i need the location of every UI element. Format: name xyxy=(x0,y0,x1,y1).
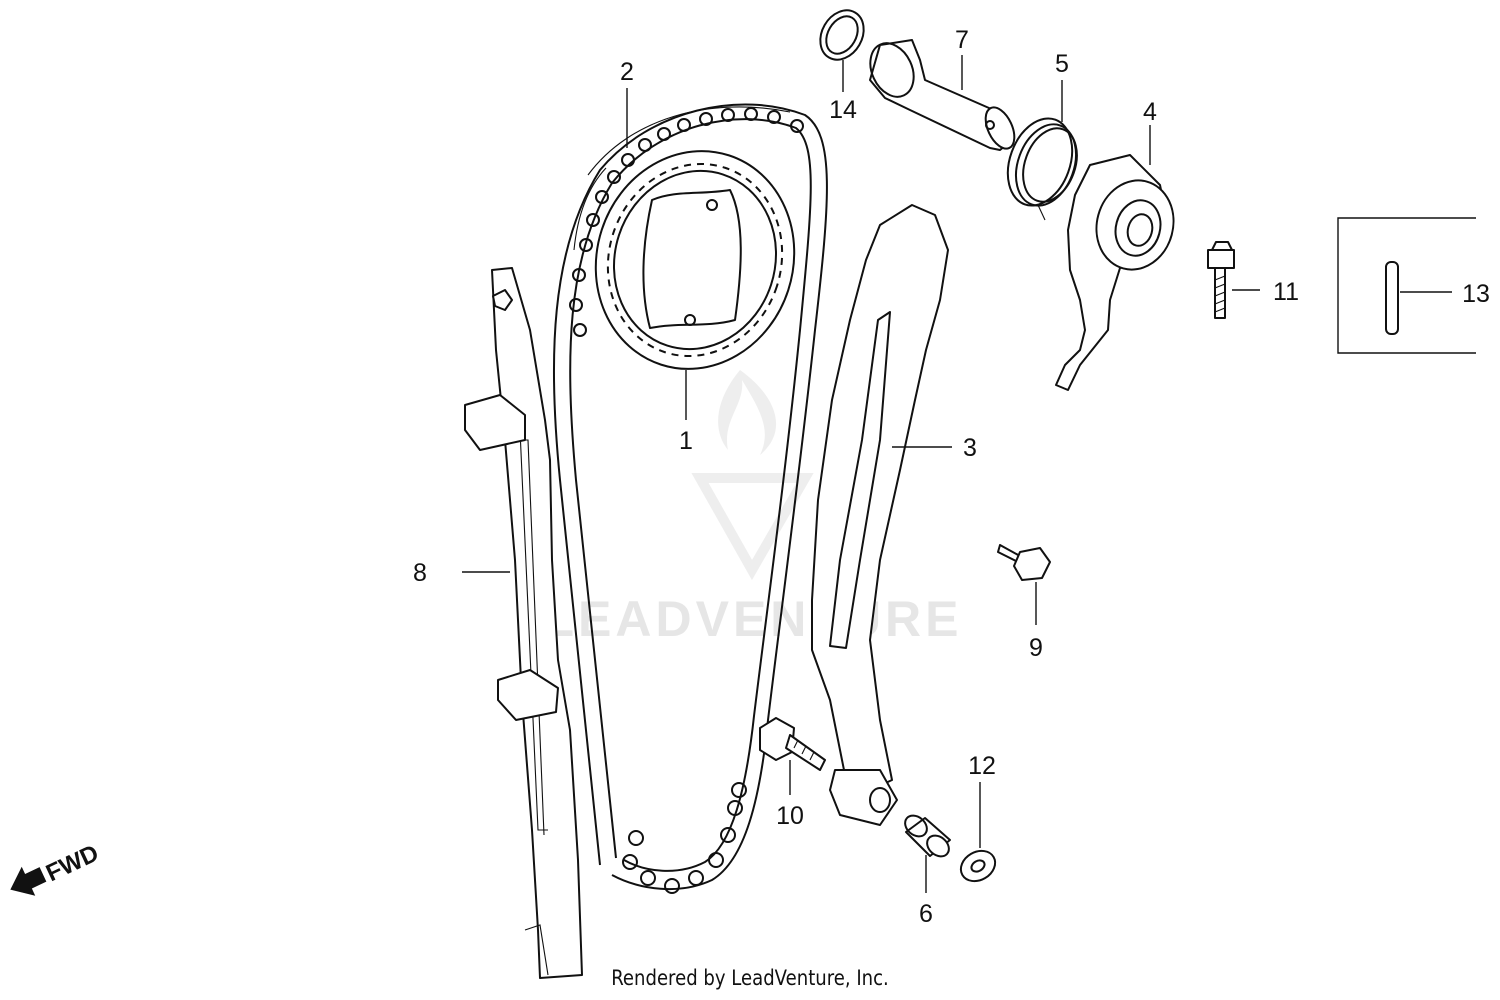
bolt-10[interactable] xyxy=(759,717,826,771)
callout-10: 10 xyxy=(776,802,804,830)
callout-6: 6 xyxy=(919,900,933,928)
watermark-logo xyxy=(691,370,814,581)
cam-chain[interactable] xyxy=(552,103,828,894)
callout-labels: 1 2 3 4 5 6 7 8 9 10 11 12 13 14 xyxy=(413,26,1490,928)
fwd-arrow-icon xyxy=(10,866,47,896)
callout-1: 1 xyxy=(679,427,693,455)
callout-4: 4 xyxy=(1143,98,1157,126)
o-ring[interactable] xyxy=(812,2,873,67)
tensioner-spring[interactable] xyxy=(996,109,1086,221)
callout-13: 13 xyxy=(1462,280,1490,308)
callout-7: 7 xyxy=(955,26,969,54)
callout-14: 14 xyxy=(829,96,857,124)
bolt-11[interactable] xyxy=(1207,241,1235,319)
bolt-9[interactable] xyxy=(997,544,1051,581)
cam-chain-guide[interactable] xyxy=(464,267,583,979)
watermark-text: LEADVENTURE xyxy=(543,591,963,647)
footer-credit: Rendered by LeadVenture, Inc. xyxy=(611,966,889,990)
cam-sprocket[interactable] xyxy=(568,125,822,395)
callout-2: 2 xyxy=(620,58,634,86)
dowel-pin-box xyxy=(1337,217,1476,354)
callout-11: 11 xyxy=(1273,278,1299,306)
callout-12: 12 xyxy=(968,752,996,780)
washer[interactable] xyxy=(955,845,1000,887)
fwd-indicator: FWD xyxy=(10,840,103,896)
fwd-label: FWD xyxy=(42,840,103,888)
tensioner-shaft[interactable] xyxy=(862,36,1020,153)
callout-5: 5 xyxy=(1055,50,1069,78)
tensioner-roller[interactable] xyxy=(1055,154,1183,391)
leader-lines xyxy=(462,55,1452,893)
cam-chain-tensioner[interactable] xyxy=(811,204,949,826)
callout-9: 9 xyxy=(1029,634,1043,662)
callout-3: 3 xyxy=(963,434,977,462)
collar[interactable] xyxy=(901,811,953,860)
dowel-pin[interactable] xyxy=(1385,261,1399,335)
callout-8: 8 xyxy=(413,559,427,587)
